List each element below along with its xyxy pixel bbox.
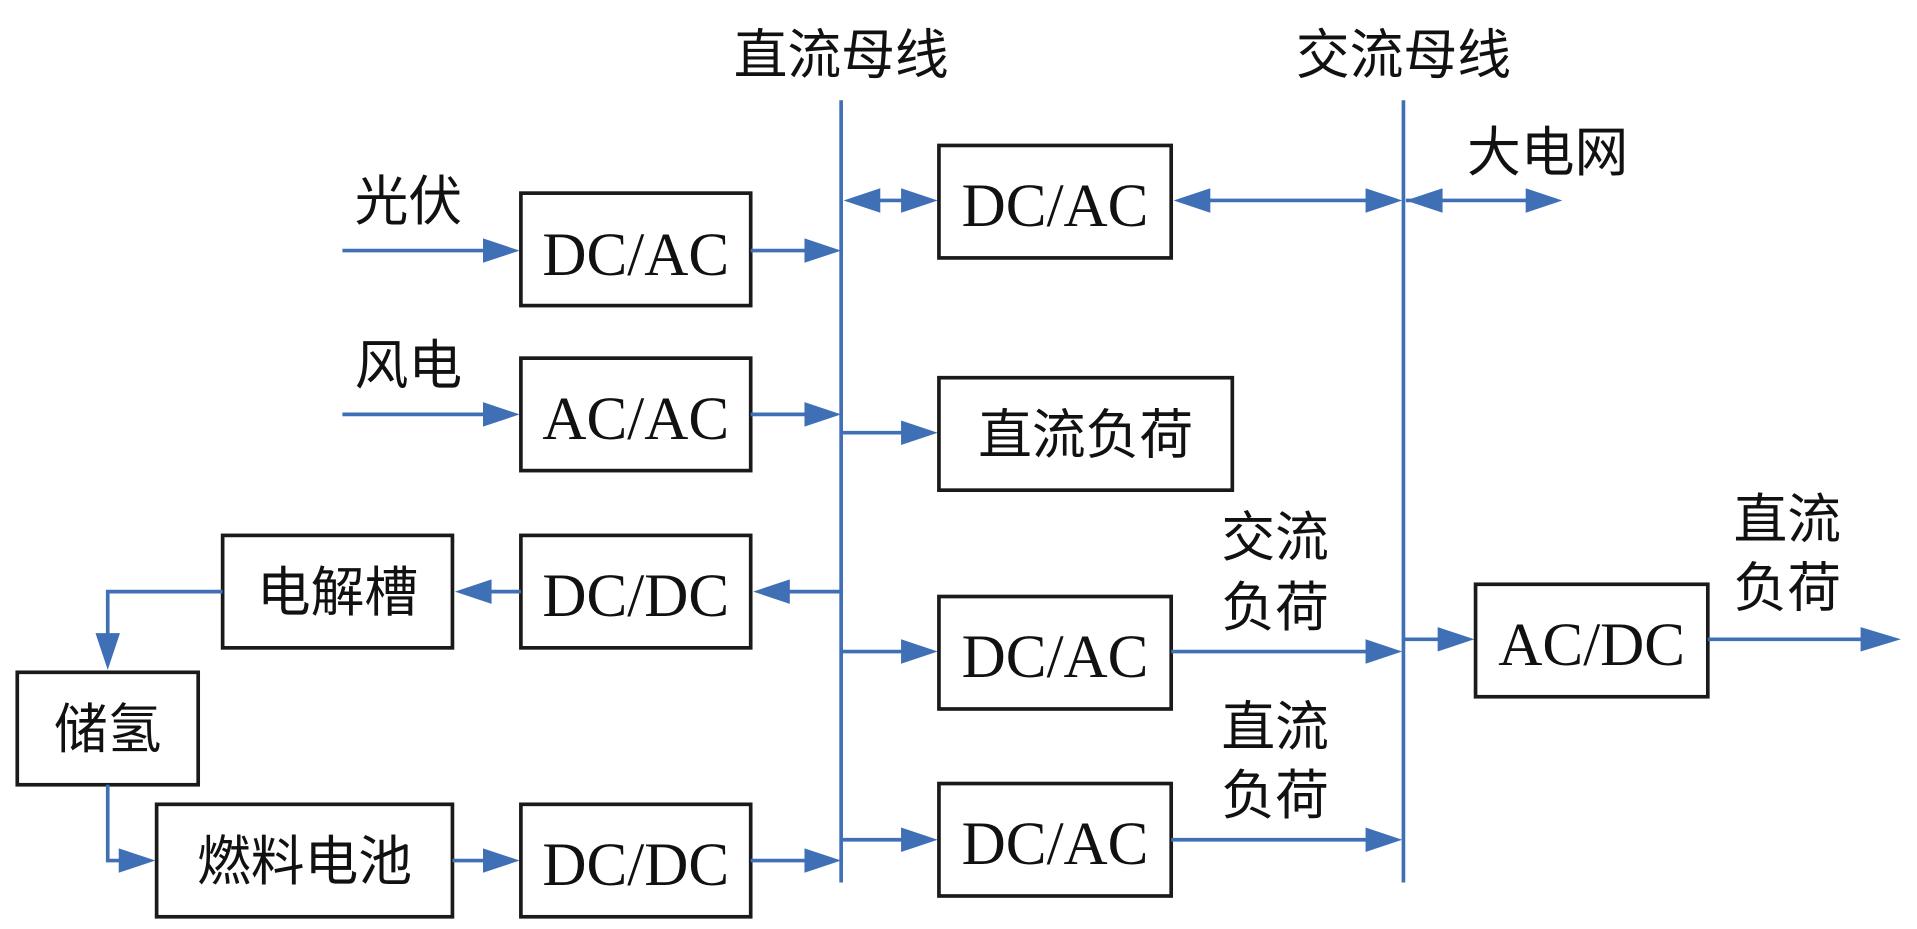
arrow-icon — [1525, 188, 1563, 213]
h2-storage-label: 储氢 — [54, 698, 162, 761]
dc-load-label: 直流负荷 — [978, 403, 1193, 466]
dc-bus-label: 直流母线 — [734, 23, 949, 86]
arrow-icon — [1365, 188, 1403, 213]
arrow-icon — [118, 848, 156, 873]
pv-label: 光伏 — [355, 170, 463, 233]
ac-bus-label: 交流母线 — [1296, 23, 1511, 86]
pv-converter-box — [519, 191, 753, 308]
fuel-cell-box — [154, 802, 455, 919]
arrow-icon — [482, 848, 520, 873]
electrolyzer-converter-box — [519, 533, 753, 650]
grid-converter-label: DC/AC — [962, 173, 1149, 240]
fuel-cell-label: 燃料电池 — [197, 830, 412, 893]
dc-load-out-label-2: 负荷 — [1734, 556, 1842, 619]
arrow-icon — [804, 402, 842, 427]
arrow-icon — [1365, 639, 1403, 664]
arrow-icon — [901, 639, 938, 664]
arrow-icon — [753, 579, 790, 604]
arrow-icon — [1365, 827, 1403, 852]
arrow-icon — [1437, 627, 1475, 652]
grid-converter-box — [937, 143, 1174, 260]
wind-label: 风电 — [355, 334, 463, 397]
wind-converter-box — [519, 356, 753, 473]
dc-load-out-label-1: 直流 — [1734, 488, 1842, 551]
h2-storage-box — [15, 670, 201, 787]
arrow-icon — [843, 188, 881, 213]
arrow-icon — [1860, 627, 1901, 652]
arrow-icon — [1405, 188, 1443, 213]
wind-converter-label: AC/AC — [542, 386, 729, 453]
dc-load-label-2: 负荷 — [1221, 764, 1329, 827]
fuel-cell-converter-label: DC/DC — [542, 832, 729, 899]
ac-load-label-2: 负荷 — [1221, 576, 1329, 639]
dc-load-converter-box — [937, 781, 1174, 898]
dc-load-converter-label: DC/AC — [962, 811, 1149, 878]
ac-load-label-1: 交流 — [1221, 506, 1329, 569]
electrolyzer-box — [220, 533, 455, 650]
arrow-icon — [1173, 188, 1211, 213]
ac-load-converter-label: DC/AC — [962, 624, 1149, 691]
arrow-icon — [901, 188, 938, 213]
arrow-icon — [804, 238, 842, 263]
pv-converter-label: DC/AC — [542, 222, 729, 289]
arrow-icon — [901, 827, 938, 852]
grid-label: 大电网 — [1467, 121, 1628, 184]
arrow-icon — [901, 420, 938, 445]
fuel-cell-converter-box — [519, 802, 753, 919]
arrow-icon — [454, 579, 492, 604]
arrow-icon — [804, 848, 842, 873]
acdc-converter-label: AC/DC — [1498, 612, 1685, 679]
arrow-icon — [95, 633, 120, 670]
arrow-icon — [482, 402, 520, 427]
arrow-icon — [482, 238, 520, 263]
electrolyzer-converter-label: DC/DC — [542, 563, 729, 630]
dc-load-box — [937, 375, 1235, 493]
dc-load-label-1: 直流 — [1221, 696, 1329, 759]
electrolyzer-label: 电解槽 — [257, 561, 418, 624]
